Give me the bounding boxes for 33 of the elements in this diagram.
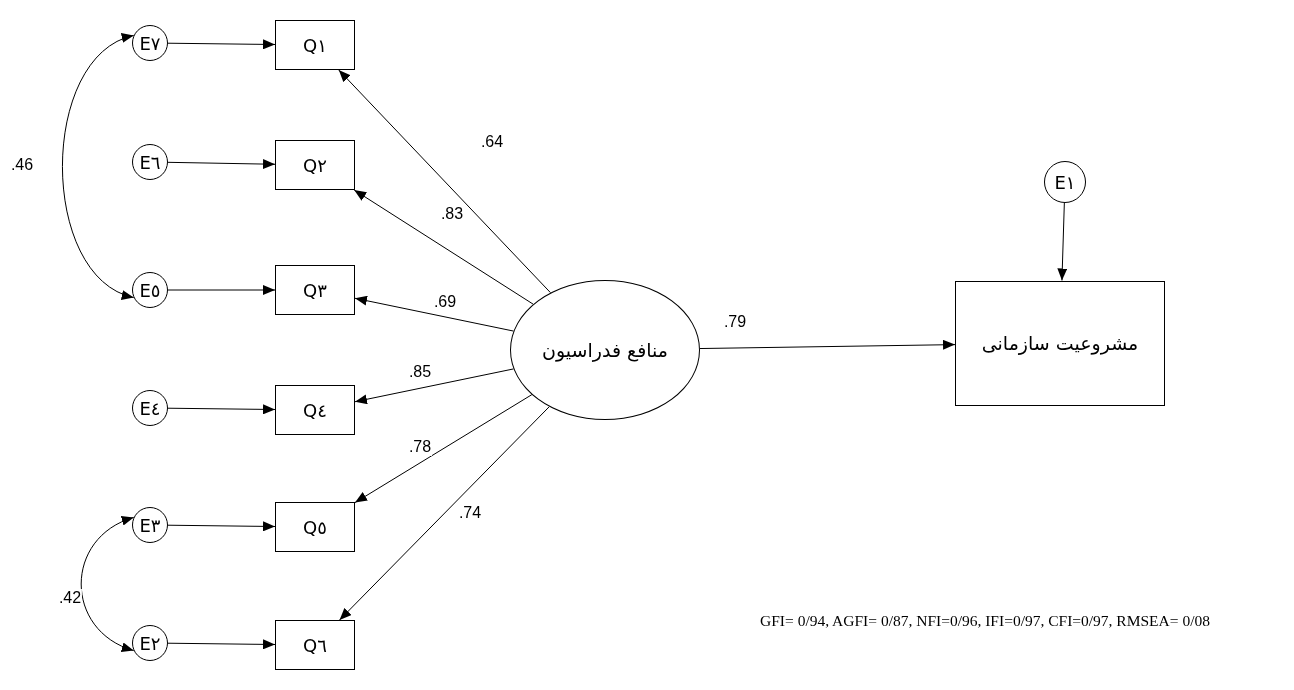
outcome-box: مشروعیت سازمانی	[955, 280, 1165, 406]
arrow	[61, 34, 135, 299]
error-circle: E٣	[132, 507, 168, 543]
error-circle: E٦	[132, 144, 168, 180]
edge-label: .78	[407, 438, 433, 456]
arrow	[354, 394, 533, 504]
arrow	[167, 159, 276, 170]
arrow	[354, 368, 515, 405]
arrow	[167, 639, 276, 650]
indicator-box: Q٥	[275, 502, 355, 552]
arrow	[339, 406, 550, 621]
error-circle: E٢	[132, 625, 168, 661]
arrow	[338, 69, 551, 294]
indicator-box: Q٢	[275, 140, 355, 190]
arrow	[80, 516, 135, 652]
indicator-box: Q٣	[275, 265, 355, 315]
arrow	[699, 339, 956, 350]
arrow	[167, 39, 276, 50]
arrow	[353, 189, 534, 305]
latent-ellipse: منافع فدراسیون	[510, 280, 700, 420]
error-circle: E٥	[132, 272, 168, 308]
fit-statistics: GFI= 0/94, AGFI= 0/87, NFI=0/96, IFI=0/97, CFI=0/97, RMSEA= 0/08	[760, 612, 1210, 630]
arrow	[354, 295, 515, 332]
indicator-box: Q١	[275, 20, 355, 70]
error-circle: E٧	[132, 25, 168, 61]
arrow	[167, 404, 276, 415]
indicator-box: Q٦	[275, 620, 355, 670]
arrow	[167, 285, 276, 295]
arrow	[167, 521, 276, 532]
indicator-box: Q٤	[275, 385, 355, 435]
error-circle: E٤	[132, 390, 168, 426]
error-circle: E١	[1044, 161, 1086, 203]
arrow	[1057, 202, 1068, 281]
